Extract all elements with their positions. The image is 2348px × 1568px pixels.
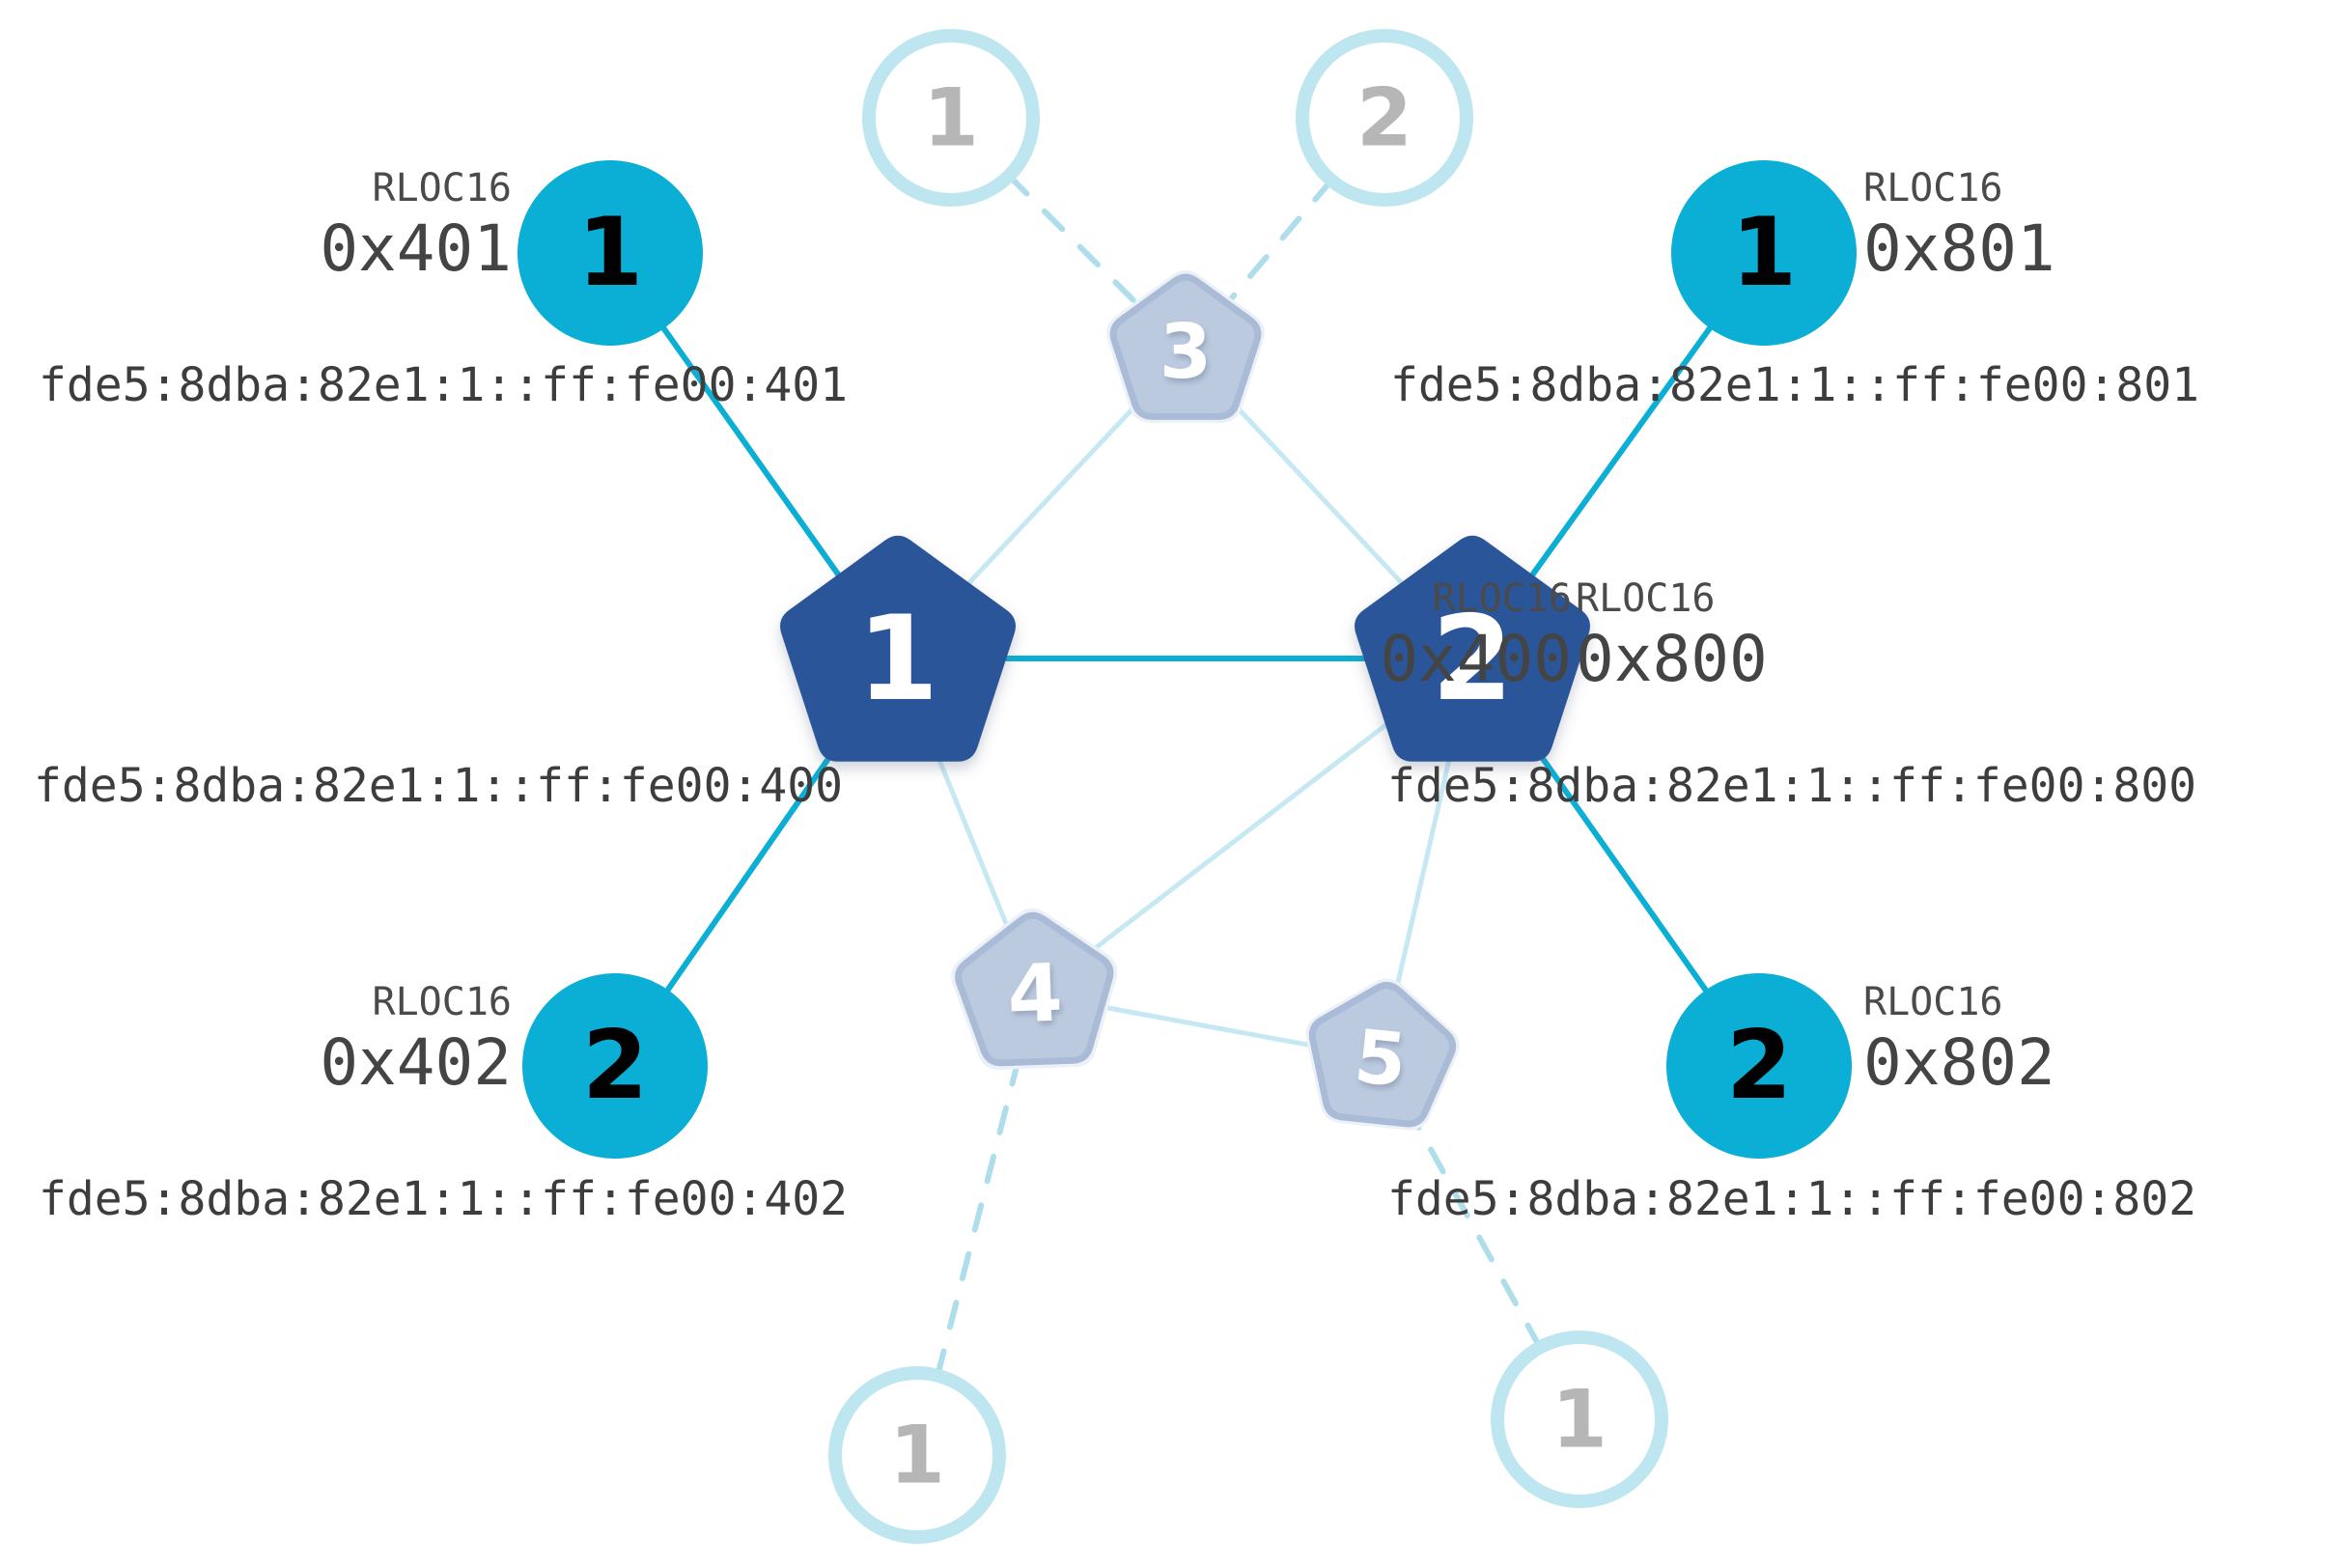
node-number: 2: [582, 1011, 648, 1121]
child-circle-shape: [522, 973, 708, 1159]
node-h1[interactable]: 1: [862, 29, 1040, 207]
link-c802-r800: [1526, 736, 1711, 995]
ipv6-address: fde5:8dba:82e1:1::ff:fe00:801: [1390, 358, 2200, 412]
node-c402[interactable]: 2: [522, 973, 708, 1159]
node-c802[interactable]: 2: [1666, 973, 1852, 1159]
inactive-child-circle-shape: [828, 1366, 1006, 1544]
link-r800-p5: [1391, 752, 1453, 1002]
nodes-layer: 1 2 1 2 1 2 3 4 5 1 2 1 1: [517, 29, 1857, 1544]
ipv6-address: fde5:8dba:82e1:1::ff:fe00:401: [39, 358, 849, 412]
node-p4[interactable]: 4: [949, 905, 1121, 1071]
link-c401-r400: [658, 322, 844, 581]
link-c402-r400: [663, 737, 845, 995]
link-h1-p3: [1006, 173, 1144, 311]
link-h2-p3: [1223, 177, 1334, 307]
inactive-router-pentagon-shape: [1308, 981, 1457, 1128]
link-c801-r800: [1526, 322, 1715, 581]
node-h3[interactable]: 1: [828, 1366, 1006, 1544]
node-number: 1: [1551, 1373, 1607, 1467]
link-h4-p5: [1407, 1109, 1543, 1351]
node-number: 1: [889, 1409, 945, 1502]
node-c401[interactable]: 1: [517, 160, 703, 346]
rloc16-caption: RLOC16: [1863, 980, 2003, 1024]
node-number: 1: [1731, 198, 1797, 308]
rloc16-value: 0x800: [1576, 622, 1768, 696]
ipv6-address: fde5:8dba:82e1:1::ff:fe00:802: [1387, 1172, 2197, 1226]
link-r800-p3: [1225, 394, 1408, 589]
links-layer: [658, 173, 1715, 1379]
node-number: 2: [1726, 1011, 1792, 1121]
node-h4[interactable]: 1: [1491, 1330, 1668, 1508]
rloc16-caption: RLOC16: [1576, 576, 1716, 621]
inactive-router-pentagon-shape: [955, 911, 1114, 1067]
inactive-child-circle-shape: [862, 29, 1040, 207]
node-r800[interactable]: 2: [1355, 535, 1590, 762]
node-r400[interactable]: 1: [780, 535, 1016, 762]
node-number: 1: [577, 198, 643, 308]
link-p4-p5: [1096, 1003, 1325, 1050]
ipv6-address: fde5:8dba:82e1:1::ff:fe00:402: [39, 1172, 849, 1226]
node-number: 2: [1432, 590, 1513, 727]
node-p5[interactable]: 5: [1297, 970, 1466, 1134]
link-r400-p4: [933, 747, 1014, 938]
child-circle-shape: [1671, 160, 1857, 346]
child-circle-shape: [517, 160, 703, 346]
ipv6-address: fde5:8dba:82e1:1::ff:fe00:800: [1387, 759, 2197, 813]
link-r400-p3: [963, 394, 1146, 589]
rloc16-caption: RLOC16: [372, 166, 513, 210]
node-number: 5: [1351, 1013, 1411, 1104]
rloc16-caption: RLOC16: [1432, 576, 1573, 621]
node-h2[interactable]: 2: [1296, 29, 1473, 207]
node-number: 2: [1356, 71, 1412, 165]
rloc16-value: 0x801: [1863, 211, 2055, 286]
child-circle-shape: [1666, 973, 1852, 1159]
node-p3[interactable]: 3: [1106, 269, 1265, 423]
rloc16-caption: RLOC16: [1863, 166, 2003, 210]
node-c801[interactable]: 1: [1671, 160, 1857, 346]
rloc16-value: 0x402: [320, 1025, 512, 1100]
router-pentagon-shape: [780, 535, 1016, 762]
ipv6-address: fde5:8dba:82e1:1::ff:fe00:400: [34, 759, 844, 813]
rloc16-value: 0x400: [1380, 622, 1572, 696]
link-h3-p4: [935, 1055, 1021, 1379]
node-number: 3: [1160, 309, 1212, 396]
rloc16-caption: RLOC16: [372, 980, 513, 1024]
node-number: 4: [1006, 948, 1064, 1042]
node-number: 1: [857, 590, 938, 727]
inactive-child-circle-shape: [1296, 29, 1473, 207]
rloc16-value: 0x802: [1863, 1025, 2055, 1100]
link-r800-p4: [1083, 715, 1397, 958]
rloc16-value: 0x401: [320, 211, 512, 286]
router-pentagon-shape: [1355, 535, 1590, 762]
inactive-router-pentagon-shape: [1109, 273, 1262, 420]
inactive-child-circle-shape: [1491, 1330, 1668, 1508]
node-number: 1: [923, 71, 979, 165]
